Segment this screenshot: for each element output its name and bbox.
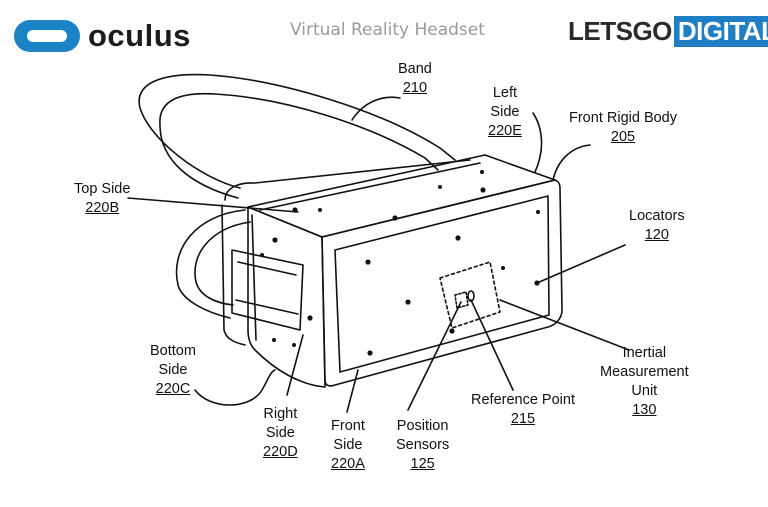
band-side-strap-inner (194, 221, 251, 306)
letsgodigital-logo: LETSGO DIGITAL (568, 16, 768, 47)
label-right-side: Right Side 220D (263, 406, 298, 460)
band-buckle (231, 249, 304, 331)
imu-box (439, 261, 501, 329)
label-left-side: Left Side 220E (488, 85, 522, 139)
label-position-sensors: Position Sensors 125 (396, 418, 450, 472)
label-locators: Locators 120 (629, 208, 685, 243)
leader-top-side (127, 197, 299, 213)
leader-right-side (286, 334, 304, 396)
leader-reference-point (470, 299, 514, 391)
leader-bottom-side (194, 369, 276, 406)
leader-front-rigid-body (552, 144, 591, 181)
label-band: Band 210 (398, 61, 432, 96)
front-side-face (321, 179, 563, 387)
label-bottom-side: Bottom Side 220C (150, 343, 196, 397)
right-side-face (247, 206, 326, 388)
digital-wordmark: DIGITAL (673, 16, 768, 47)
leader-band (351, 96, 401, 121)
band-buckle-inner (237, 261, 297, 276)
page-title: Virtual Reality Headset (290, 20, 485, 40)
label-inertial-measurement-unit: Inertial Measurement Unit 130 (600, 345, 689, 418)
label-reference-point: Reference Point 215 (471, 392, 575, 427)
label-top-side: Top Side 220B (74, 181, 131, 216)
leader-front-side (346, 369, 359, 413)
label-front-side: Front Side 220A (331, 418, 365, 472)
oculus-wordmark: oculus (88, 18, 191, 53)
leader-left-side (532, 112, 543, 173)
leader-locators (536, 244, 626, 284)
oculus-mark-icon (14, 20, 80, 52)
label-front-rigid-body: Front Rigid Body 205 (569, 110, 677, 145)
band-strap-inner (159, 92, 439, 199)
oculus-logo: oculus (14, 16, 191, 56)
reference-point-box (454, 291, 469, 309)
leader-position-sensors (407, 301, 462, 411)
band-side-strap (175, 209, 246, 319)
band-strap (138, 73, 456, 189)
locator-dots (260, 170, 540, 356)
letsgo-wordmark: LETSGO (568, 16, 672, 46)
leader-imu (499, 299, 630, 351)
